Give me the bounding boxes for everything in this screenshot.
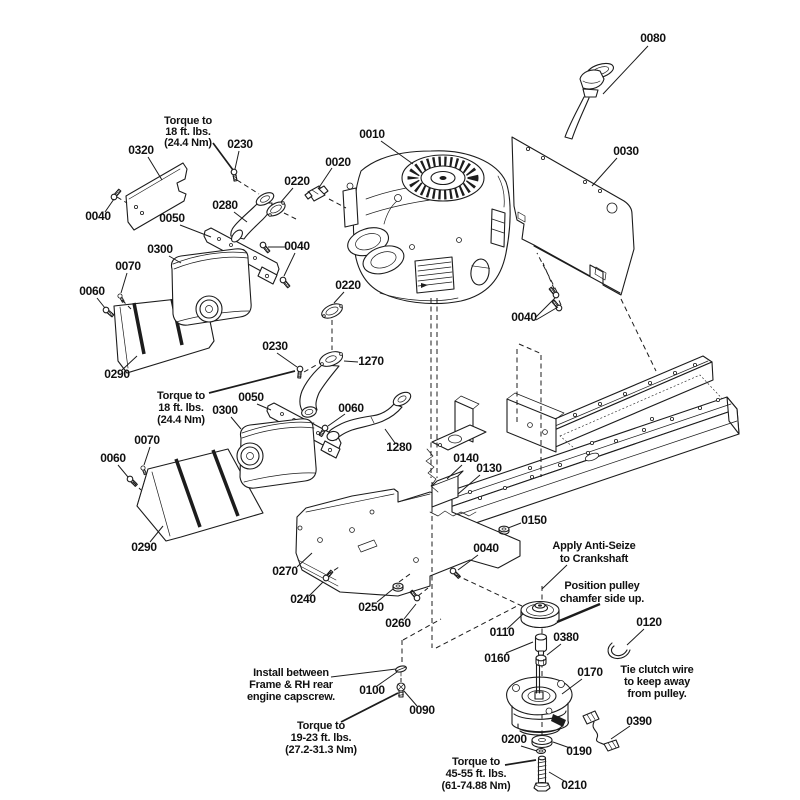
part-label-0240: 0240 xyxy=(290,592,316,606)
frame-brackets xyxy=(431,392,565,453)
part-label-0030: 0030 xyxy=(613,144,639,158)
part-label-0320: 0320 xyxy=(128,143,154,157)
leader-lines xyxy=(96,45,649,783)
part-label-0160: 0160 xyxy=(484,651,510,665)
part-label-0230: 0230 xyxy=(227,137,253,151)
panel-0030-drawing xyxy=(511,136,635,296)
part-label-0190: 0190 xyxy=(566,744,592,758)
part-label-0290: 0290 xyxy=(131,540,157,554)
panel-0320-drawing xyxy=(125,162,188,231)
washer-0190-drawing xyxy=(531,734,553,749)
part-label-0220: 0220 xyxy=(284,174,310,188)
wire-harness-0390-drawing xyxy=(582,710,620,752)
gasket-0220-upper-drawing xyxy=(266,201,286,217)
part-label-0070: 0070 xyxy=(134,433,160,447)
part-label-0300: 0300 xyxy=(212,403,238,417)
nut-0380-drawing xyxy=(535,654,547,667)
part-label-0020: 0020 xyxy=(325,155,351,169)
bolt-0230-b xyxy=(295,365,304,379)
muffler-0300-lower-drawing xyxy=(236,418,317,489)
pulley-0110-drawing xyxy=(520,600,560,629)
clutch-shaft-rod xyxy=(535,664,541,694)
part-label-0010: 0010 xyxy=(359,127,385,141)
part-label-0080: 0080 xyxy=(640,31,666,45)
part-label-0050: 0050 xyxy=(238,390,264,404)
part-label-0250: 0250 xyxy=(358,600,384,614)
nut-0150 xyxy=(498,525,510,535)
bolt-0210-drawing xyxy=(533,755,551,792)
part-label-0060: 0060 xyxy=(79,284,105,298)
capscrew-0090-drawing xyxy=(396,682,406,698)
part-label-0300: 0300 xyxy=(147,242,173,256)
mount-plate-0270-drawing xyxy=(295,488,521,597)
part-label-0170: 0170 xyxy=(577,665,603,679)
bolt-0040-b2 xyxy=(278,275,292,290)
part-label-0060: 0060 xyxy=(100,451,126,465)
fuel-vent-0080-drawing xyxy=(564,62,615,140)
spark-plug-0020-drawing xyxy=(304,185,329,202)
exhaust-pipe-1280-drawing xyxy=(326,391,412,442)
bolt-0070-b xyxy=(139,464,148,476)
spacer-0160-drawing xyxy=(534,633,548,656)
frame-holes xyxy=(467,362,721,500)
frame-rails-drawing xyxy=(431,355,740,532)
part-label-0070: 0070 xyxy=(115,259,141,273)
part-label-0260: 0260 xyxy=(385,616,411,630)
part-label-0090: 0090 xyxy=(409,703,435,717)
washer-0200-drawing xyxy=(535,747,547,755)
part-label-0390: 0390 xyxy=(626,714,652,728)
part-label-0120: 0120 xyxy=(636,615,662,629)
part-label-0110: 0110 xyxy=(490,625,515,639)
part-label-0200: 0200 xyxy=(501,732,527,746)
part-label-1270: 1270 xyxy=(358,354,384,368)
engine-0010-drawing xyxy=(342,150,511,305)
part-label-0230: 0230 xyxy=(262,339,288,353)
part-label-0040: 0040 xyxy=(473,541,499,555)
part-label-0040: 0040 xyxy=(284,239,310,253)
bolt-0230-a xyxy=(230,168,239,182)
part-label-0220: 0220 xyxy=(335,278,361,292)
clutch-0170-drawing xyxy=(506,664,573,736)
part-label-0050: 0050 xyxy=(159,211,185,225)
part-label-0100: 0100 xyxy=(359,683,385,697)
muffler-0300-upper-drawing xyxy=(170,248,252,326)
callout-text-layer: 0080 0320 0230 0010 0020 0030 0220 0280 0040 0050… xyxy=(79,31,694,792)
part-label-0150: 0150 xyxy=(521,513,547,527)
part-label-0140: 0140 xyxy=(453,451,479,465)
part-label-0210: 0210 xyxy=(561,778,587,792)
part-label-0380: 0380 xyxy=(553,630,579,644)
part-label-0040: 0040 xyxy=(85,209,111,223)
clip-0120-drawing xyxy=(607,642,631,660)
heat-shield-lower-0290-drawing xyxy=(136,448,264,542)
exhaust-pipe-1270-drawing xyxy=(299,351,344,418)
part-label-0290: 0290 xyxy=(104,367,130,381)
part-label-0130: 0130 xyxy=(476,461,502,475)
bolt-0060-a xyxy=(101,305,116,319)
clamp-0100-drawing xyxy=(395,665,407,677)
part-label-1280: 1280 xyxy=(386,440,412,454)
bolt-0070-a xyxy=(116,292,126,304)
part-label-0040: 0040 xyxy=(511,310,537,324)
part-label-0060: 0060 xyxy=(338,401,364,415)
part-label-0270: 0270 xyxy=(272,564,298,578)
gasket-0220-lower-drawing xyxy=(321,303,343,319)
part-label-0280: 0280 xyxy=(212,198,238,212)
exhaust-pipe-0280-drawing xyxy=(230,192,275,243)
